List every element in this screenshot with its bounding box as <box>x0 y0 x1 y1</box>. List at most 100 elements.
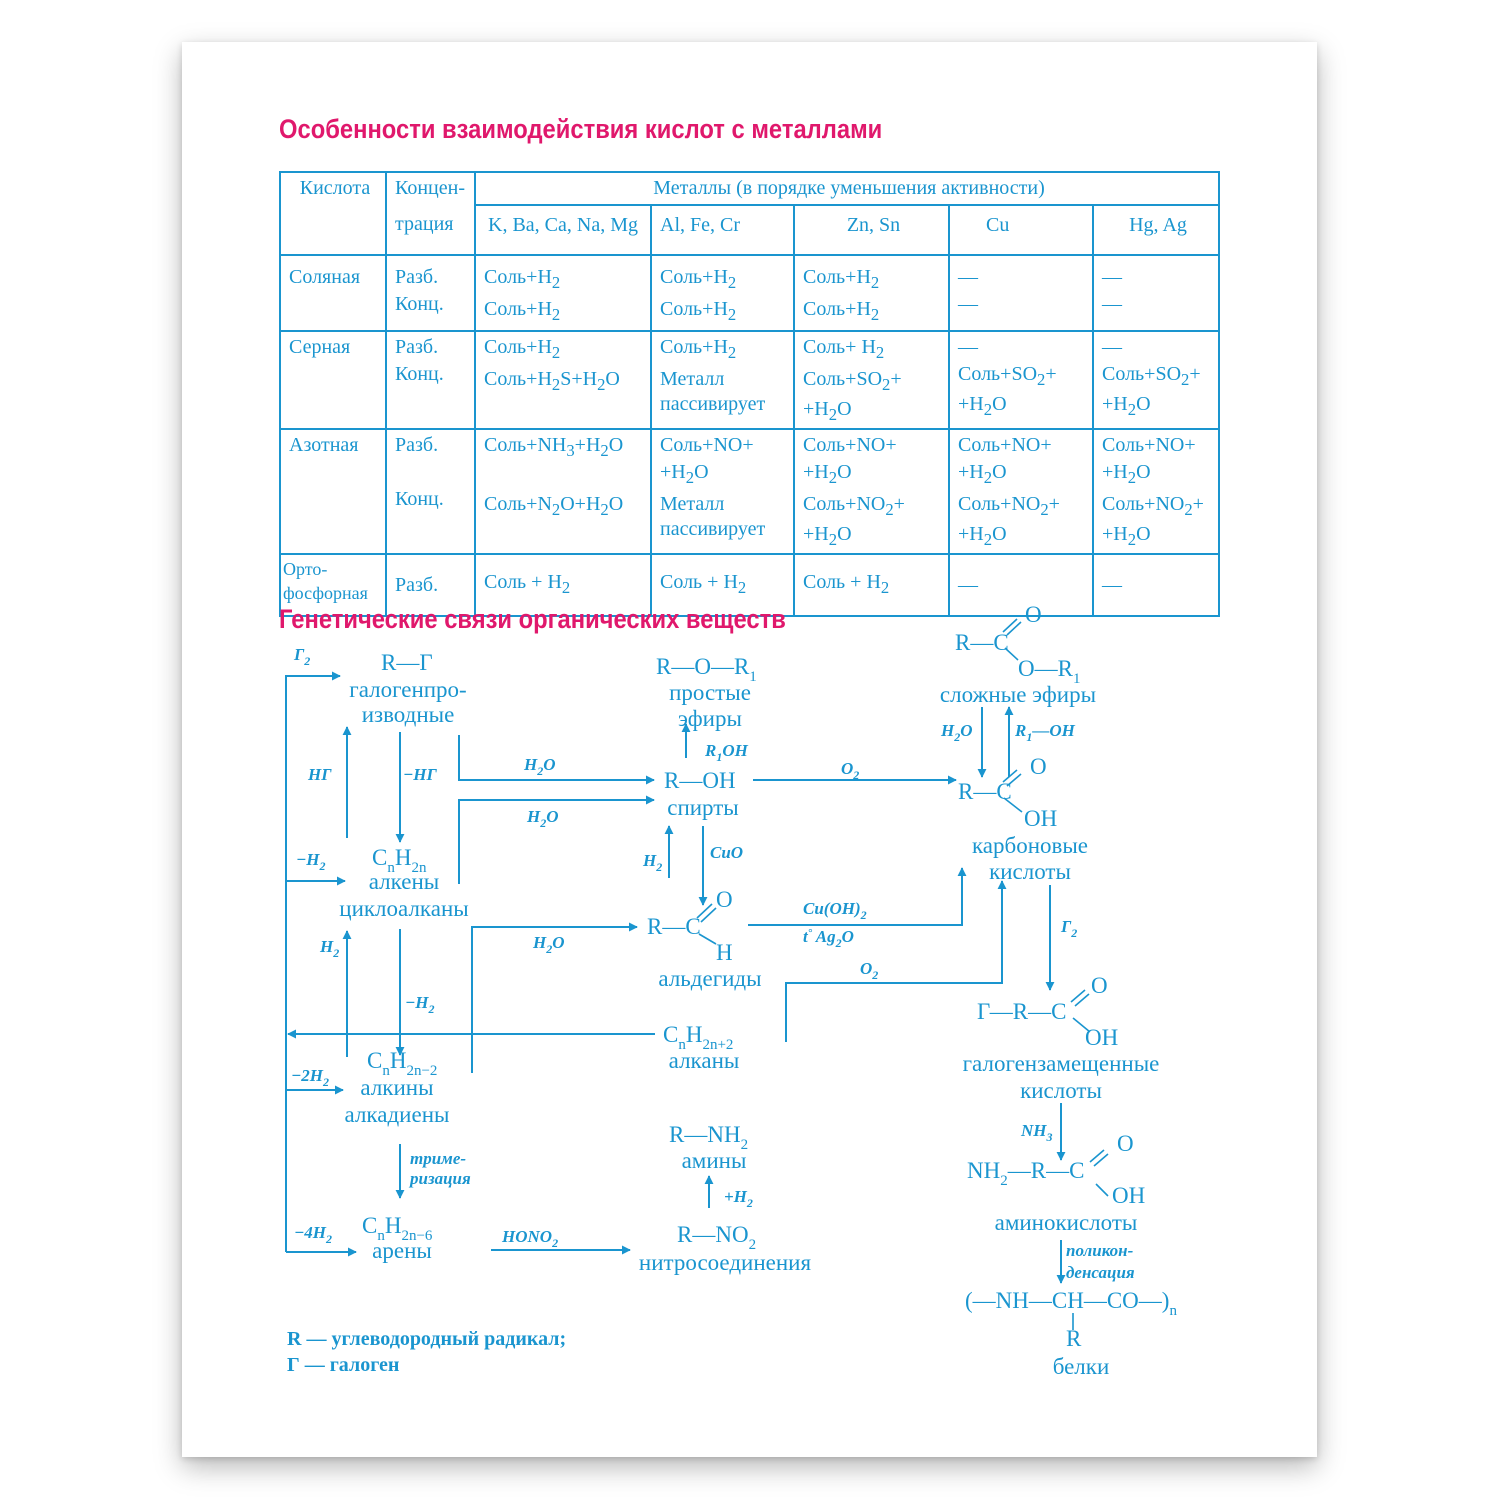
label-polycondensation-2: денсация <box>1066 1263 1135 1282</box>
arene-formula: CnH2n−6 <box>362 1213 433 1244</box>
ester-formula-or: O—R1 <box>1018 656 1080 687</box>
carboxylic-acid-formula: R—C <box>958 779 1012 804</box>
acid-name: Соляная <box>289 266 361 288</box>
alkane-formula: CnH2n+2 <box>663 1022 733 1053</box>
metal-group-4: Cu <box>948 204 1094 256</box>
label-r1oh: R1OH <box>704 741 749 764</box>
carboxylic-acids-label-1: карбоновые <box>972 833 1088 858</box>
alkene-formula: CnH2n <box>372 845 427 876</box>
nitro-compounds-label: нитросоединения <box>639 1250 812 1275</box>
alcohol-formula: R—OH <box>664 768 736 793</box>
table-row: Азотная Разб. Конц. Соль+NH3+H2O Соль+N2… <box>279 428 1221 555</box>
acids-metals-title: Особенности взаимодействия кислот с мета… <box>279 114 883 144</box>
genetic-links-title: Генетические связи органических веществ <box>279 604 786 634</box>
label-hono2: HONO2 <box>501 1227 558 1250</box>
svg-text:H: H <box>716 940 733 965</box>
metal-group-3: Zn, Sn <box>793 204 950 256</box>
svg-text:O: O <box>1030 754 1047 779</box>
label-plus-h2: +H2 <box>724 1187 753 1210</box>
label-minus-2h2: −2H2 <box>291 1066 329 1089</box>
label-minus-hg: −HГ <box>403 765 438 784</box>
label-trimerization-2: ризация <box>408 1169 471 1188</box>
label-minus-h2-b: −H2 <box>405 993 435 1016</box>
legend: R — углеводородный радикал; Г — галоген <box>287 1328 566 1376</box>
alkenes-label: алкены <box>369 869 439 894</box>
label-trimerization-1: триме- <box>410 1149 466 1168</box>
alkadienes-label: алкадиены <box>345 1102 450 1127</box>
esters-label: сложные эфиры <box>940 682 1096 707</box>
svg-text:OH: OH <box>1112 1183 1145 1208</box>
carboxylic-acids-label-2: кислоты <box>989 859 1071 884</box>
svg-text:OH: OH <box>1024 806 1057 831</box>
amine-formula: R—NH2 <box>669 1122 748 1153</box>
label-minus-4h2: −4H2 <box>294 1223 332 1246</box>
svg-text:O: O <box>716 887 733 912</box>
halo-acids-label-2: кислоты <box>1020 1078 1102 1103</box>
acid-metal-table: Кислота Концен- Металлы (в порядке умень… <box>279 171 1221 617</box>
label-h2o-2: H2O <box>526 807 559 830</box>
table-row: Орто-фосфорная Разб. Соль + H2 Соль + H2… <box>279 553 1221 617</box>
structural-bonds <box>696 618 1109 1330</box>
amino-acid-formula: NH2—R—C <box>967 1158 1084 1189</box>
acid-name: Серная <box>289 336 351 358</box>
label-h2o-1: H2O <box>523 755 556 778</box>
metal-group-5: Hg, Ag <box>1091 204 1221 256</box>
halogen-derivatives-label-1: галогенпро- <box>349 677 466 702</box>
label-h2-alcohol: H2 <box>642 851 662 874</box>
svg-text:O: O <box>1117 1131 1134 1156</box>
label-h2: H2 <box>319 937 339 960</box>
label-o2-1: O2 <box>841 759 859 782</box>
legend-r: R — углеводородный радикал; <box>287 1328 566 1350</box>
label-ag2o: t° Ag2O <box>803 927 854 950</box>
ethers-label-2: эфиры <box>678 706 742 731</box>
proteins-label: белки <box>1053 1354 1110 1379</box>
ester-formula: R—C <box>955 630 1009 655</box>
label-h2o-ester: H2O <box>940 721 973 744</box>
svg-text:O: O <box>1091 973 1108 998</box>
ether-formula: R—O—R1 <box>656 654 757 685</box>
table-header-row: Кислота Концен- Металлы (в порядке умень… <box>279 171 1221 256</box>
aldehydes-label: альдегиды <box>658 966 761 991</box>
alkynes-label: алкины <box>360 1075 433 1100</box>
halo-acids-label-1: галогензамещенные <box>963 1051 1160 1076</box>
arenes-label: арены <box>372 1238 432 1263</box>
svg-text:O: O <box>1025 602 1042 627</box>
label-polycondensation-1: поликон- <box>1066 1241 1134 1260</box>
label-o2-2: O2 <box>860 959 878 982</box>
cycloalkanes-label: циклоалканы <box>339 896 468 921</box>
label-g2: Г2 <box>293 645 310 668</box>
amino-acids-label: аминокислоты <box>995 1210 1138 1235</box>
alcohols-label: спирты <box>667 795 739 820</box>
table-subheader-row: трация K, Ba, Ca, Na, Mg Al, Fe, Cr Zn, … <box>280 204 1221 256</box>
header-concentration-1: Концен- <box>385 171 476 205</box>
header-concentration-2: трация <box>385 205 476 256</box>
label-h2o-3: H2O <box>532 933 565 956</box>
svg-text:OH: OH <box>1085 1025 1118 1050</box>
halogen-derivative-formula: R—Г <box>381 650 433 675</box>
protein-formula: (—NH—CH—CO—)n <box>965 1288 1177 1319</box>
svg-text:R: R <box>1066 1326 1082 1351</box>
label-r1-oh: R1—OH <box>1014 721 1076 744</box>
alkyne-formula: CnH2n−2 <box>367 1048 437 1079</box>
label-nh3: NH3 <box>1020 1121 1053 1144</box>
label-cuo: CuO <box>710 843 743 862</box>
diagram-arrows <box>285 671 1066 1284</box>
header-acid: Кислота <box>279 171 387 256</box>
label-minus-h2: −H2 <box>296 850 326 873</box>
nitro-formula: R—NO2 <box>677 1222 756 1253</box>
ethers-label-1: простые <box>669 680 751 705</box>
label-g2-acid: Г2 <box>1060 917 1077 940</box>
header-metals: Металлы (в порядке уменьшения активности… <box>473 171 1221 206</box>
halogen-derivatives-label-2: изводные <box>362 702 455 727</box>
amines-label: амины <box>682 1148 747 1173</box>
metal-group-2: Al, Fe, Cr <box>650 204 795 256</box>
halo-acid-formula: Г—R—C <box>977 999 1066 1024</box>
reaction-labels: Г2 HГ −HГ −H2 H2 −H2 −2H2 −4H2 триме- ри… <box>291 645 1135 1282</box>
label-hg: HГ <box>307 765 332 784</box>
metal-group-1: K, Ba, Ca, Na, Mg <box>474 204 652 256</box>
acid-name: Азотная <box>289 434 359 456</box>
aldehyde-formula: R—C <box>647 914 701 939</box>
